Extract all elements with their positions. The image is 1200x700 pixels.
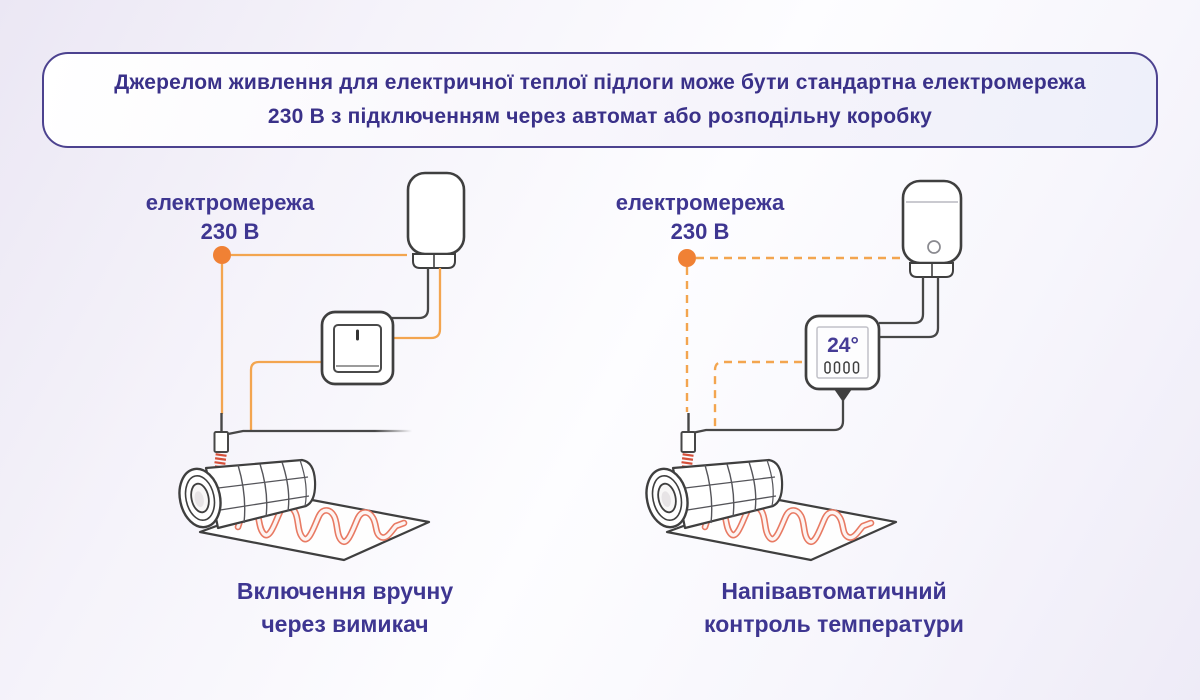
thermostat-temperature: 24° xyxy=(827,334,859,357)
thermostat-buttons xyxy=(824,361,860,374)
right-caption-line1: Напівавтоматичний xyxy=(721,578,947,604)
left-diagram xyxy=(174,171,466,560)
switch-icon xyxy=(320,310,395,386)
dashed-wire-thermostat-to-floor xyxy=(713,360,802,427)
left-caption-line1: Включення вручну xyxy=(236,578,454,604)
wire-thermostat-to-mat xyxy=(691,400,845,435)
banner-text-line1: Джерелом живлення для електричної теплої… xyxy=(114,71,1086,94)
right-power-label: електромережа 230 В xyxy=(600,188,800,246)
left-caption: Включення вручну через вимикач xyxy=(185,575,505,641)
heating-mat-icon xyxy=(641,413,896,560)
wire-junction-to-switch-dark xyxy=(392,268,430,320)
banner-text-line2: 230 В з підключенням через автомат або р… xyxy=(267,105,933,128)
left-power-label-line2: 230 В xyxy=(200,219,260,244)
floor-wire xyxy=(227,429,412,436)
right-power-label-line1: електромережа xyxy=(615,190,785,215)
thermostat-icon: 24° xyxy=(804,314,881,402)
right-power-label-line2: 230 В xyxy=(670,219,730,244)
right-caption: Напівавтоматичний контроль температури xyxy=(674,575,994,641)
junction-box-icon xyxy=(406,171,466,269)
heating-mat-icon xyxy=(174,413,429,560)
right-caption-line2: контроль температури xyxy=(704,611,964,637)
left-caption-line2: через вимикач xyxy=(261,611,429,637)
right-diagram: 24° xyxy=(641,179,963,560)
power-source-dot-icon xyxy=(678,249,696,267)
left-power-label: електромережа 230 В xyxy=(130,188,330,246)
distribution-box-icon xyxy=(901,179,963,278)
wire-junction-to-switch-orange xyxy=(392,268,442,340)
header-banner: Джерелом живлення для електричної теплої… xyxy=(42,52,1158,148)
left-power-label-line1: електромережа xyxy=(145,190,315,215)
power-source-dot-icon xyxy=(213,246,231,264)
wire-switch-to-floor xyxy=(249,360,322,430)
wire-box-to-thermostat-1 xyxy=(879,277,925,325)
wire-box-to-thermostat-2 xyxy=(879,277,940,339)
